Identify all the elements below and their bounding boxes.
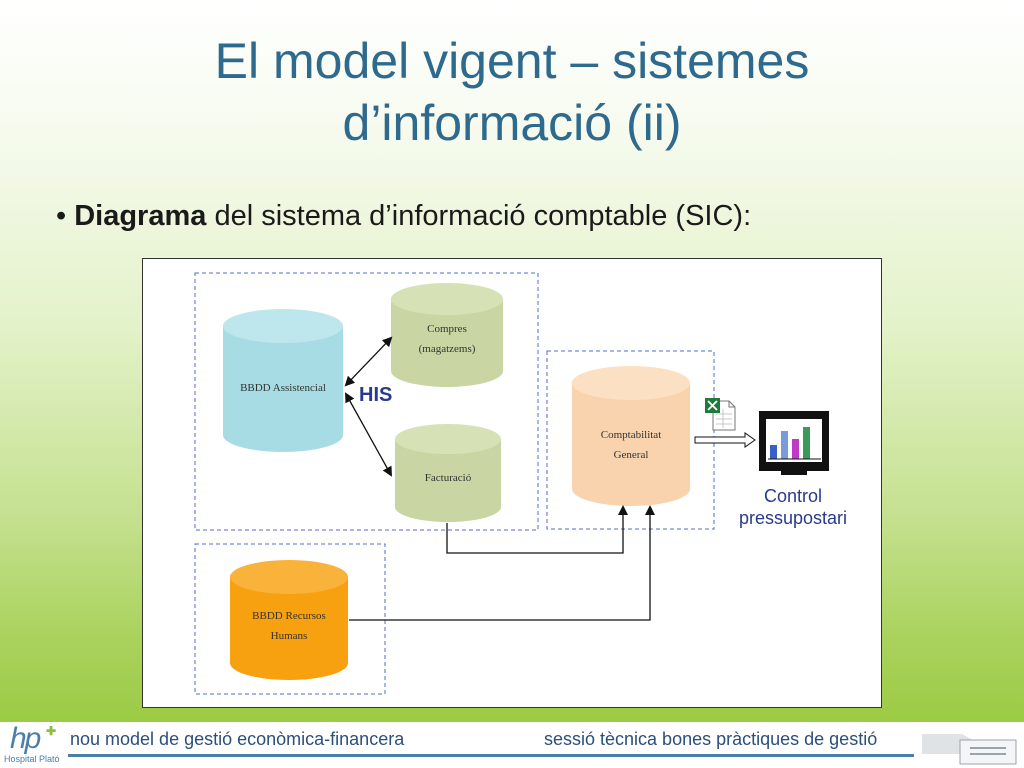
- control-label: Control pressupostari: [713, 485, 873, 529]
- label-assistencial: BBDD Assistencial: [240, 382, 326, 394]
- label-compres-line1: Compres: [427, 323, 467, 335]
- label-facturacio: Facturació: [424, 472, 472, 484]
- chart-monitor-icon: [759, 411, 829, 475]
- footer-divider: [68, 754, 914, 757]
- slide-title: El model vigent – sistemes d’informació …: [0, 30, 1024, 154]
- db-comptabilitat-cylinder: [572, 366, 690, 506]
- db-rrhh-cylinder: [230, 560, 348, 680]
- bullet-bold-text: Diagrama: [74, 200, 207, 232]
- sic-diagram: BBDD Assistencial Compres (magatzems) Fa…: [142, 258, 882, 708]
- db-facturacio-cylinder: [395, 424, 501, 522]
- footer-left-text: nou model de gestió econòmica-financera: [70, 729, 405, 749]
- label-rrhh-line1: BBDD Recursos: [252, 610, 326, 622]
- label-rrhh: BBDD Recursos Humans: [230, 606, 348, 646]
- control-label-line2: pressupostari: [738, 508, 848, 528]
- footer-right-text: sessió tècnica bones pràctiques de gesti…: [544, 729, 878, 749]
- label-rrhh-line2: Humans: [270, 630, 308, 642]
- label-comptabilitat-line2: General: [613, 449, 649, 461]
- diagram-graphics: [194, 272, 829, 695]
- his-group-box: [194, 272, 539, 531]
- logo-subtitle: Hospital Plató: [4, 754, 60, 764]
- control-label-line1: Control: [763, 486, 823, 506]
- arrow-facturacio-comptabilitat: [446, 505, 628, 554]
- db-assistencial-cylinder: [223, 309, 343, 452]
- hr-group-box: [194, 543, 386, 695]
- label-compres-line2: (magatzems): [418, 343, 476, 355]
- arrow-assistencial-facturacio: [345, 392, 392, 477]
- spreadsheet-icon: [705, 398, 736, 431]
- arrow-comptabilitat-control: [694, 432, 756, 448]
- title-line-2: d’informació (ii): [342, 95, 682, 151]
- bullet-point: • Diagrama del sistema d’informació comp…: [56, 200, 751, 233]
- label-compres: Compres (magatzems): [391, 319, 503, 359]
- his-label: HIS: [359, 384, 393, 406]
- bullet-marker: •: [56, 200, 67, 232]
- next-slide-icon[interactable]: [922, 726, 1018, 766]
- arrow-assistencial-compres: [344, 336, 393, 387]
- arrow-rrhh-comptabilitat: [349, 505, 655, 621]
- label-comptabilitat-line1: Comptabilitat: [600, 429, 662, 441]
- footer-bar: hp ✚ Hospital Plató nou model de gestió …: [0, 722, 1024, 768]
- title-line-1: El model vigent – sistemes: [214, 33, 810, 89]
- label-comptabilitat: Comptabilitat General: [572, 425, 690, 465]
- logo-plus-icon: ✚: [46, 724, 57, 738]
- bullet-text: del sistema d’informació comptable (SIC)…: [206, 200, 752, 232]
- db-compres-cylinder: [391, 283, 503, 387]
- hospital-logo: hp: [10, 722, 41, 755]
